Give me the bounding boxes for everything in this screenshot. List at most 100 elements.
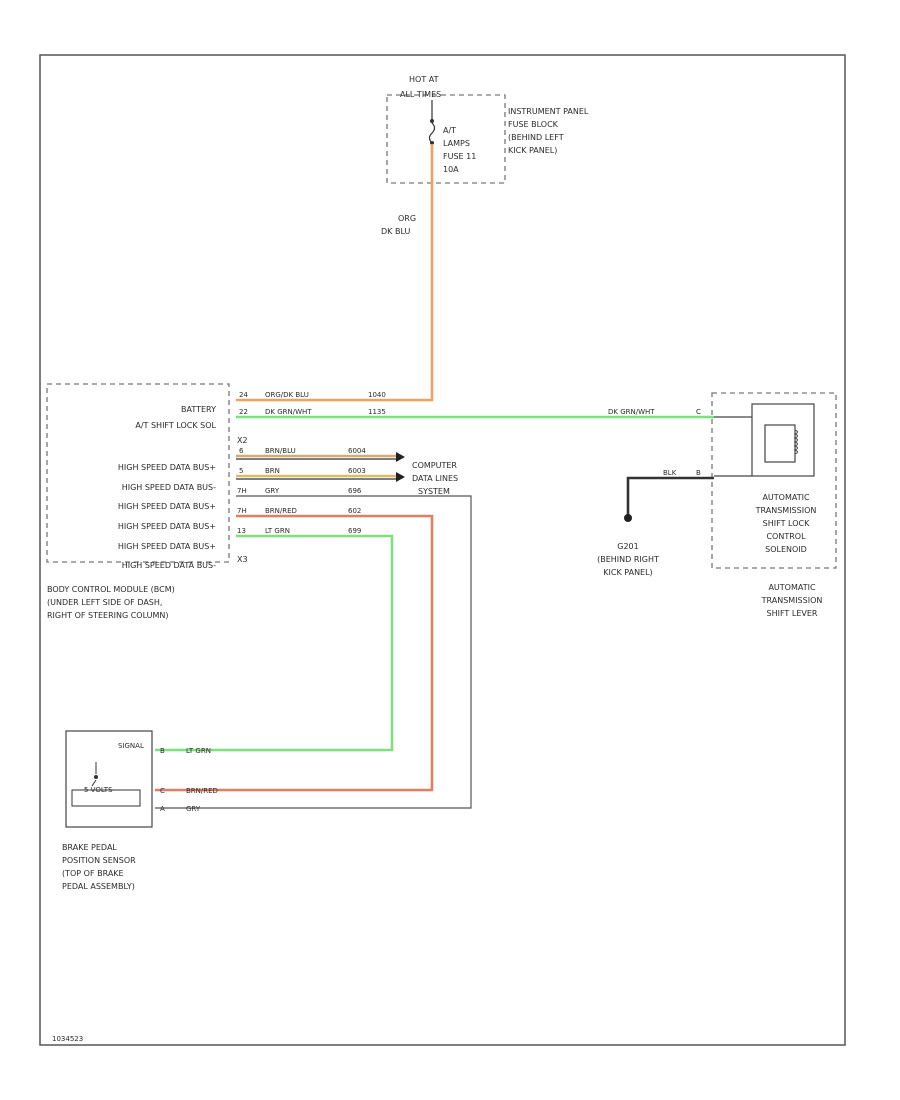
fuse-element-icon [428, 122, 436, 144]
fuse-wire-color-1: ORG [398, 214, 416, 223]
bcm-location-2: (UNDER LEFT SIDE OF DASH, [47, 598, 162, 607]
brake-sensor-name-4: PEDAL ASSEMBLY) [62, 882, 135, 891]
fuse-location-1: INSTRUMENT PANEL [508, 107, 589, 116]
bcm-wire-color-5: GRY [265, 487, 280, 495]
bcm-wire-circuit-4: 6003 [348, 467, 366, 475]
brake-sensor-element-icon [71, 789, 141, 807]
bcm-wire-color-4: BRN [265, 467, 280, 475]
fuse-label-3: FUSE 11 [443, 152, 476, 161]
wire-brn-red [155, 514, 434, 792]
fuse-label-2: LAMPS [443, 139, 470, 148]
bcm-wire-pin-5: 7H [237, 487, 247, 495]
bcm-wire-label-3: 6 BRN/BLU 6004 [239, 447, 366, 455]
fuse-label-1: A/T [443, 126, 456, 135]
ground-location-1: (BEHIND RIGHT [597, 555, 659, 564]
bcm-wire-color-1: ORG/DK BLU [265, 391, 309, 399]
ground-wire-pin: B [696, 469, 701, 477]
shift-lever-label-1: AUTOMATIC [768, 583, 816, 592]
brake-wire-pin-c: C [160, 787, 165, 795]
fuse-terminal-top [430, 119, 434, 123]
bcm-wire-circuit-2: 1135 [368, 408, 386, 416]
bcm-wire-pin-3: 6 [239, 447, 244, 455]
solenoid-label-5: SOLENOID [765, 545, 807, 554]
ground-location-2: KICK PANEL) [603, 568, 652, 577]
brake-sensor-box [65, 730, 153, 828]
bcm-shift-lock-label: A/T SHIFT LOCK SOL [135, 421, 216, 430]
bcm-wire-label-2: 22 DK GRN/WHT 1135 [239, 408, 386, 416]
bcm-data-bus-2: HIGH SPEED DATA BUS- [122, 483, 216, 492]
bcm-wire-label-6: 7H BRN/RED 602 [237, 507, 361, 515]
bcm-connector-x3: X3 [237, 555, 248, 564]
wire-org-dkblu [236, 144, 434, 402]
ground-wire-color: BLK [663, 469, 677, 477]
shift-lever-label-2: TRANSMISSION [761, 596, 823, 605]
data-bus-arrow-1-icon [396, 452, 405, 462]
bcm-wire-circuit-6: 602 [348, 507, 361, 515]
brake-sensor-signal-label: SIGNAL [118, 742, 144, 750]
brake-sensor-name-2: POSITION SENSOR [62, 856, 136, 865]
brake-wire-pin-b: B [160, 747, 165, 755]
wire-gry [155, 495, 472, 809]
brake-wire-color-b: LT GRN [186, 747, 211, 755]
fuse-hot-label-2: ALL TIMES [400, 90, 441, 99]
solenoid-outer [751, 403, 815, 477]
wire-lt-grn [155, 534, 394, 752]
fuse-label-4: 10A [443, 165, 459, 174]
fuse-hot-label-1: HOT AT [409, 75, 439, 84]
bcm-data-bus-4: HIGH SPEED DATA BUS+ [118, 522, 216, 531]
wire-blk-ground [626, 476, 714, 516]
bcm-wire-circuit-3: 6004 [348, 447, 366, 455]
shift-lock-wire-pin: C [696, 408, 701, 416]
brake-sensor-name-1: BRAKE PEDAL [62, 843, 117, 852]
brake-wire-color-c: BRN/RED [186, 787, 218, 795]
solenoid-label-3: SHIFT LOCK [763, 519, 810, 528]
bcm-wire-label-7: 13 LT GRN 699 [237, 527, 361, 535]
fuse-location-3: (BEHIND LEFT [508, 133, 564, 142]
ground-point-icon [624, 514, 632, 522]
bcm-location-1: BODY CONTROL MODULE (BCM) [47, 585, 175, 594]
bcm-wire-label-4: 5 BRN 6003 [239, 467, 366, 475]
bcm-wire-pin-2: 22 [239, 408, 248, 416]
solenoid-inner [764, 424, 796, 463]
solenoid-coil-icon [793, 429, 798, 455]
shift-lock-wire-color: DK GRN/WHT [608, 408, 655, 416]
shift-lever-label-3: SHIFT LEVER [767, 609, 818, 618]
bcm-wire-circuit-7: 699 [348, 527, 361, 535]
bcm-box [46, 383, 230, 563]
bcm-wire-pin-4: 5 [239, 467, 243, 475]
shift-lock-solenoid-box [711, 392, 837, 569]
fuse-location-2: FUSE BLOCK [508, 120, 559, 129]
outer-frame [39, 54, 846, 1046]
computer-data-label-3: SYSTEM [418, 487, 450, 496]
bcm-data-bus-5: HIGH SPEED DATA BUS+ [118, 542, 216, 551]
bcm-wire-label-5: 7H GRY 696 [237, 487, 362, 495]
solenoid-label-4: CONTROL [766, 532, 806, 541]
bcm-battery-label: BATTERY [181, 405, 216, 414]
brake-sensor-pivot-icon [94, 775, 98, 779]
bcm-wire-pin-7: 13 [237, 527, 246, 535]
brake-sensor-arm-icon [91, 762, 97, 787]
bcm-wire-label-1: 24 ORG/DK BLU 1040 [239, 391, 386, 399]
bcm-data-bus-6: HIGH SPEED DATA BUS- [122, 561, 216, 570]
computer-data-label-1: COMPUTER [412, 461, 457, 470]
bcm-wire-color-7: LT GRN [265, 527, 290, 535]
bcm-data-bus-3: HIGH SPEED DATA BUS+ [118, 502, 216, 511]
footer-id: 1034523 [52, 1035, 83, 1043]
brake-wire-pin-a: A [160, 805, 165, 813]
brake-sensor-name-3: (TOP OF BRAKE [62, 869, 124, 878]
bcm-wire-circuit-5: 696 [348, 487, 362, 495]
bcm-wire-pin-6: 7H [237, 507, 247, 515]
solenoid-label-1: AUTOMATIC [762, 493, 810, 502]
bcm-connector-x2: X2 [237, 436, 248, 445]
ground-id-label: G201 [617, 542, 638, 551]
computer-data-label-2: DATA LINES [412, 474, 458, 483]
fuse-block [386, 94, 506, 184]
data-bus-arrow-2-icon [396, 472, 405, 482]
solenoid-label-2: TRANSMISSION [755, 506, 817, 515]
fuse-location-4: KICK PANEL) [508, 146, 557, 155]
bcm-wire-pin-1: 24 [239, 391, 248, 399]
bcm-wire-color-3: BRN/BLU [265, 447, 296, 455]
brake-wire-color-a: GRY [186, 805, 201, 813]
fuse-wire-color-2: DK BLU [381, 227, 410, 236]
